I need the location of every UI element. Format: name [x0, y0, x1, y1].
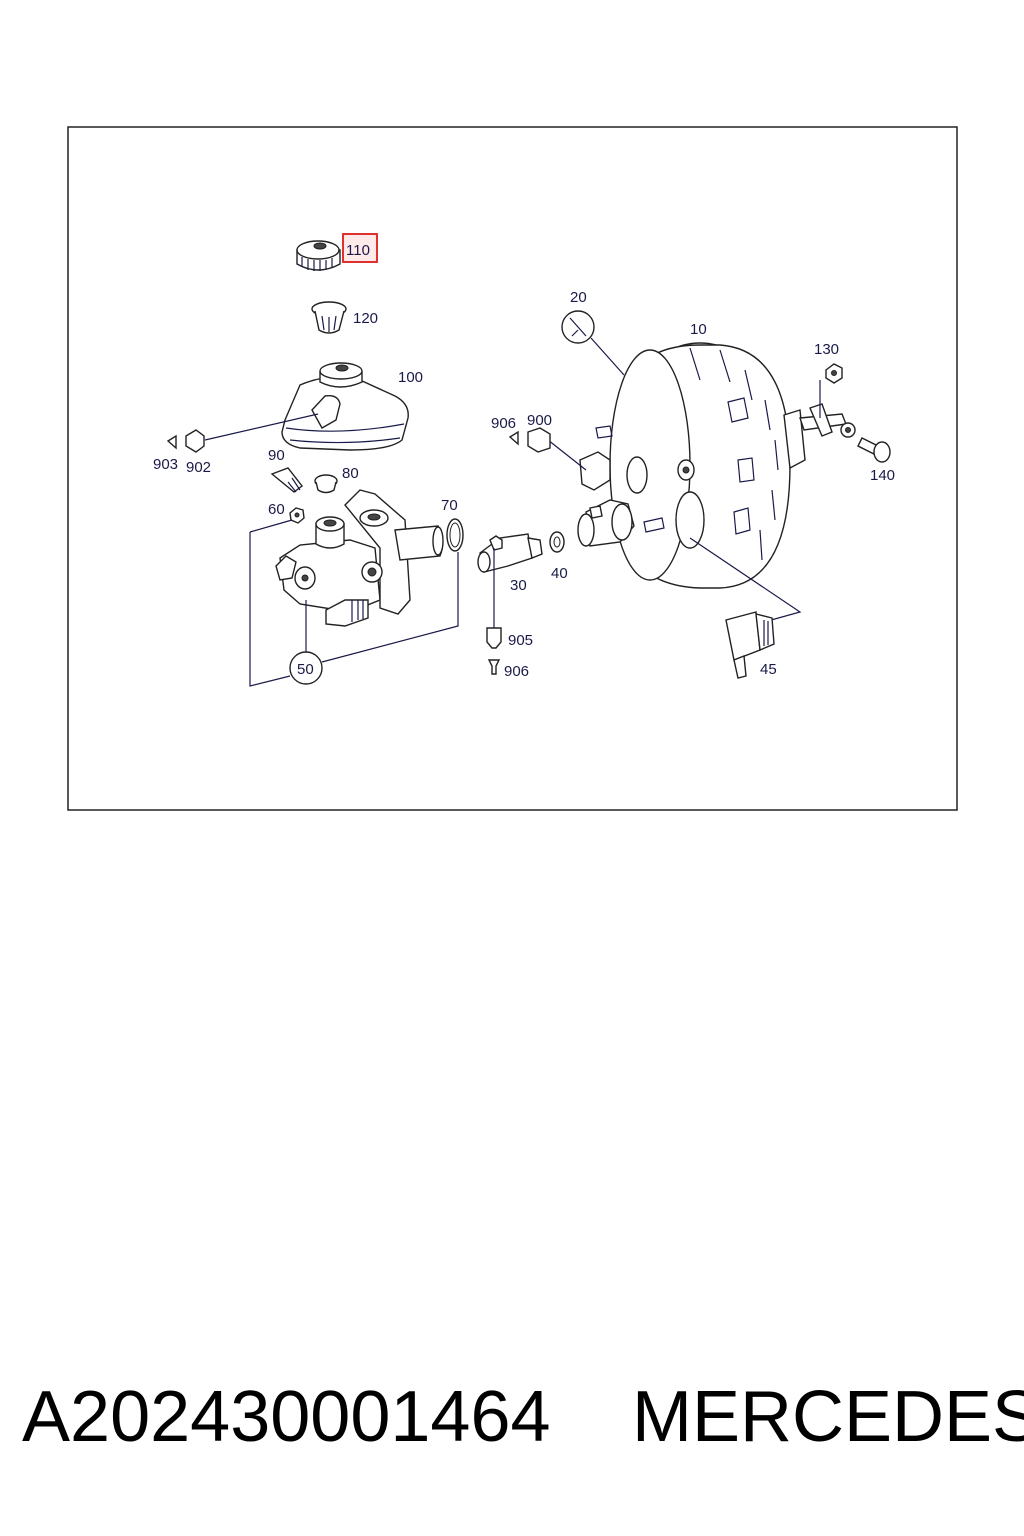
part-902-connector[interactable] — [185, 429, 205, 453]
part-20-wrench-symbol — [561, 310, 625, 376]
part-905-connector[interactable] — [486, 627, 502, 649]
callout-900: 900 — [527, 412, 552, 429]
callout-140: 140 — [870, 467, 895, 484]
callout-50-circle — [289, 651, 323, 685]
brand-text: MERCEDES — [632, 1377, 1024, 1457]
part-40-seal[interactable] — [549, 531, 565, 553]
callout-80: 80 — [342, 465, 359, 482]
callout-30: 30 — [510, 577, 527, 594]
part-120-strainer[interactable] — [311, 301, 347, 334]
callout-120: 120 — [353, 310, 378, 327]
callout-130: 130 — [814, 341, 839, 358]
part-10-brake-booster[interactable] — [595, 342, 856, 589]
part-100-fluid-reservoir[interactable] — [281, 362, 409, 451]
part-70-o-ring[interactable] — [446, 518, 464, 552]
callout-70: 70 — [441, 497, 458, 514]
diagram-frame — [67, 126, 958, 811]
part-80-grommet[interactable] — [314, 474, 338, 494]
callout-50: 50 — [297, 661, 314, 678]
callout-90: 90 — [268, 447, 285, 464]
part-number-text: A202430001464 — [22, 1377, 551, 1457]
callout-110: 110 — [346, 242, 370, 259]
callout-20: 20 — [570, 289, 587, 306]
part-130-nut[interactable] — [825, 363, 843, 384]
callout-110-highlight — [342, 233, 378, 263]
part-45-sensor[interactable] — [725, 611, 775, 679]
callout-45: 45 — [760, 661, 777, 678]
callout-906-upper: 906 — [491, 415, 516, 432]
part-140-bolt[interactable] — [857, 437, 891, 463]
booster-vacuum-fitting[interactable] — [577, 499, 635, 547]
part-110-reservoir-cap[interactable] — [296, 240, 341, 271]
callout-10: 10 — [690, 321, 707, 338]
callout-40: 40 — [551, 565, 568, 582]
booster-valve-socket[interactable] — [579, 451, 611, 491]
part-50-master-cylinder[interactable] — [275, 489, 444, 627]
callout-903: 903 — [153, 456, 178, 473]
callout-100: 100 — [398, 369, 423, 386]
part-906-clip-upper[interactable] — [508, 430, 519, 446]
part-906-clip-lower[interactable] — [487, 659, 501, 675]
caption-bar: A202430001464 MERCEDES — [0, 1376, 1024, 1476]
callout-60: 60 — [268, 501, 285, 518]
exploded-parts-diagram: 110 120 100 903 902 90 80 6 — [67, 126, 958, 811]
part-30-vacuum-valve[interactable] — [477, 533, 543, 573]
callout-906-lower: 906 — [504, 663, 529, 680]
part-900-connector[interactable] — [527, 427, 551, 453]
callout-905: 905 — [508, 632, 533, 649]
part-903-clip[interactable] — [166, 434, 177, 450]
part-90-pin[interactable] — [270, 467, 303, 493]
part-60-nut[interactable] — [289, 507, 305, 524]
callout-902: 902 — [186, 459, 211, 476]
